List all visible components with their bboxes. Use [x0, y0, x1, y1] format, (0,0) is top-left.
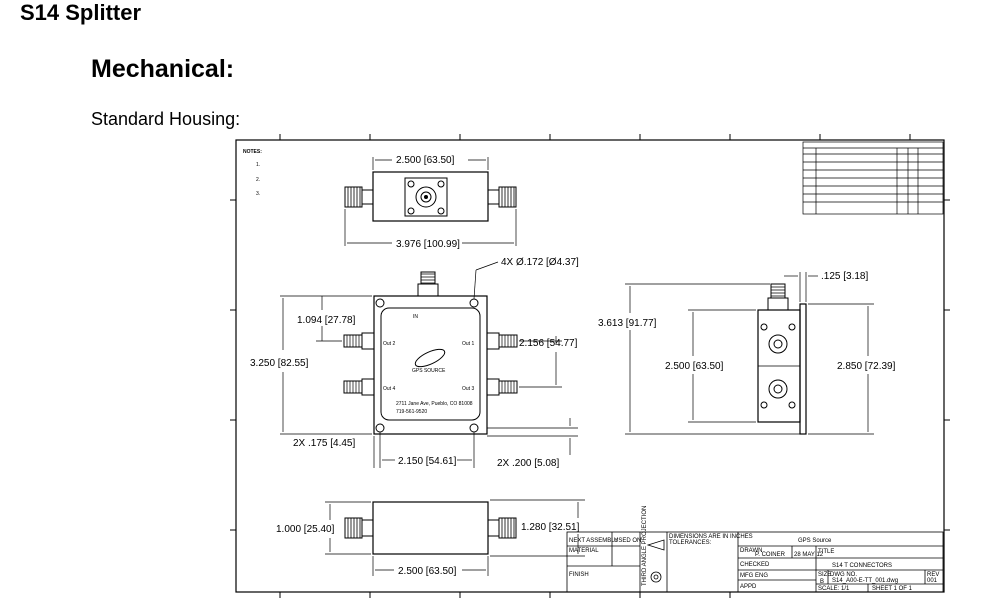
label-logo: GPS SOURCE	[412, 368, 446, 374]
tb-used-on: USED ON	[614, 538, 641, 544]
section-heading: Mechanical:	[91, 55, 235, 83]
tb-rev-label: REV	[927, 572, 939, 578]
tb-drawn-by: P. COINER	[755, 552, 786, 558]
tb-third-angle: THIRD ANGLE PROJECTION	[642, 506, 648, 586]
front-view	[280, 261, 578, 468]
dim-hole-spacing: 2.150 [54.61]	[398, 456, 457, 467]
dim-bottom-width: 2.500 [63.50]	[398, 566, 457, 577]
tb-size-label: SIZE	[818, 572, 831, 578]
dim-side-overall: 3.613 [91.77]	[598, 318, 657, 329]
label-port-in: IN	[413, 314, 418, 320]
dim-side-right: 2.850 [72.39]	[837, 361, 896, 372]
tb-dwg-label: DWG NO.	[830, 572, 857, 578]
tb-rev: 001	[927, 578, 938, 584]
dim-edge-offset: 2X .175 [4.45]	[293, 438, 355, 449]
top-view	[344, 157, 517, 246]
label-phone: 719-561-9520	[396, 409, 427, 415]
dim-bottom-height: 1.000 [25.40]	[276, 524, 335, 535]
tb-company: GPS Source	[798, 538, 832, 544]
label-port-1: Out 1	[462, 341, 474, 347]
tb-date: 28 MAY 12	[794, 552, 824, 558]
notes-title: NOTES:	[243, 149, 262, 155]
tb-title-label: TITLE	[818, 549, 834, 555]
tb-dim-note: DIMENSIONS ARE IN INCHES	[669, 534, 753, 540]
dim-bottom-offset: 2X .200 [5.08]	[497, 458, 559, 469]
dim-port-spacing: 2.156 [54.77]	[519, 338, 578, 349]
side-view	[625, 272, 874, 435]
dim-side-flange: .125 [3.18]	[821, 271, 868, 282]
label-port-3: Out 3	[462, 386, 474, 392]
tb-appd: APPD	[740, 584, 757, 590]
dim-left-total: 3.250 [82.55]	[250, 358, 309, 369]
caption: Standard Housing:	[91, 109, 241, 129]
zone-ticks	[230, 134, 950, 598]
tb-checked: CHECKED	[740, 562, 770, 568]
dim-top-width: 2.500 [63.50]	[396, 155, 455, 166]
tb-mfg-eng: MFG ENG	[740, 573, 768, 579]
tb-dwg: S14_A00-E-TT_001.dwg	[832, 578, 898, 584]
tb-scale: SCALE: 1/1	[818, 586, 850, 592]
dim-bottom-total: 1.280 [32.51]	[521, 522, 580, 533]
label-port-2: Out 2	[383, 341, 395, 347]
tb-drawn-label: DRAWN	[740, 548, 762, 554]
note-1: 1.	[256, 162, 260, 168]
note-2: 2.	[256, 177, 260, 183]
label-port-4: Out 4	[383, 386, 395, 392]
title-block	[566, 531, 944, 593]
tb-material: MATERIAL	[569, 548, 599, 554]
dim-overall-length: 3.976 [100.99]	[396, 239, 460, 250]
page-title: S14 Splitter	[20, 0, 142, 25]
dim-hole-callout: 4X Ø.172 [Ø4.37]	[501, 257, 579, 268]
dim-left-small: 1.094 [27.78]	[297, 315, 356, 326]
bottom-view	[325, 499, 585, 576]
tb-size: B	[820, 579, 824, 585]
tb-tolerances: TOLERANCES:	[669, 540, 712, 546]
dim-side-body: 2.500 [63.50]	[665, 361, 724, 372]
tb-sheet: SHEET 1 OF 1	[872, 586, 913, 592]
tb-title: S14 T CONNECTORS	[832, 563, 892, 569]
note-3: 3.	[256, 191, 260, 197]
revision-table	[802, 141, 944, 215]
label-address: 2711 Jane Ave, Pueblo, CO 81008	[396, 401, 473, 407]
tb-finish: FINISH	[569, 572, 589, 578]
tb-next-assy: NEXT ASSEMBLY	[569, 538, 618, 544]
